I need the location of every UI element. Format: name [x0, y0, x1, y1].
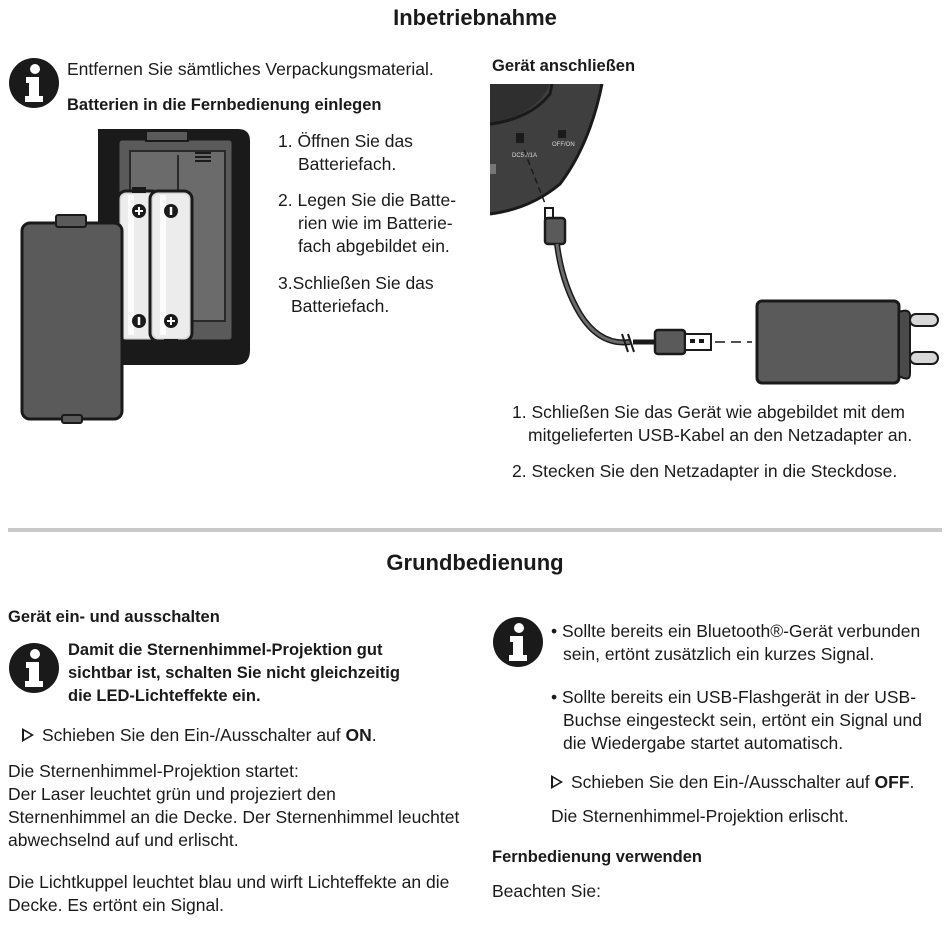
text-line: Buchse eingesteckt sein, ertönt ein Sign… — [563, 710, 922, 730]
connect-heading: Gerät anschließen — [492, 57, 636, 75]
step-number: 2. — [512, 461, 527, 481]
section-title-grundbedienung: Grundbedienung — [386, 550, 564, 575]
step-text: Batteriefach. — [291, 296, 390, 316]
usb-note: • Sollte bereits ein USB-Flashgerät in d… — [551, 687, 922, 753]
step-text: Legen Sie die Batte- — [297, 190, 457, 210]
step-text: Batteriefach. — [298, 154, 397, 174]
info-icon — [9, 643, 59, 693]
step-text: Stecken Sie den Netzadapter in die Steck… — [531, 461, 898, 481]
step-text: fach abgebildet ein. — [298, 236, 450, 256]
step-text: Schließen Sie das — [292, 273, 434, 293]
section-divider — [8, 528, 942, 532]
port-label: DC5V/1A — [512, 153, 537, 159]
step-text: Öffnen Sie das — [297, 131, 413, 151]
step-number: 1. — [512, 402, 527, 422]
step-text: Schließen Sie das Gerät wie abgebildet m… — [531, 402, 906, 422]
warning-note: Damit die Sternenhimmel-Projektion gut s… — [68, 639, 400, 708]
text-line: die Wiedergabe startet automatisch. — [563, 733, 844, 753]
action-arrow-icon — [22, 728, 34, 742]
remote-heading: Fernbedienung verwenden — [492, 848, 702, 866]
text-line: sein, ertönt zusätzlich ein kurzes Signa… — [563, 644, 875, 664]
battery-step-1: 1. Öffnen Sie das Batteriefach. — [278, 130, 458, 176]
text-line: Die Lichtkuppel leuchtet blau und wirft … — [8, 872, 450, 892]
info-text-packaging: Entfernen Sie sämtliches Verpackungsmate… — [67, 59, 434, 79]
warning-line: sichtbar ist, schalten Sie nicht gleichz… — [68, 664, 400, 682]
slide-off-instruction: Schieben Sie den Ein-/Ausschalter auf OF… — [551, 771, 914, 794]
onoff-heading: Gerät ein- und ausschalten — [8, 608, 220, 626]
text-line: Der Laser leuchtet grün und projeziert d… — [8, 784, 336, 804]
projection-off-text: Die Sternenhimmel-Projektion erlischt. — [551, 806, 849, 826]
step-number: 3. — [278, 273, 293, 293]
step-number: 2. — [278, 190, 293, 210]
bluetooth-note: • Sollte bereits ein Bluetooth®-Gerät ve… — [551, 621, 921, 664]
instruction-text: Schieben Sie den Ein-/Ausschalter auf — [42, 725, 346, 745]
warning-line: Damit die Sternenhimmel-Projektion gut — [68, 641, 383, 659]
slide-on-instruction: Schieben Sie den Ein-/Ausschalter auf ON… — [22, 724, 377, 747]
text-line: Sollte bereits ein USB-Flashgerät in der… — [562, 687, 917, 707]
text-line: Sternenhimmel an die Decke. Der Sternenh… — [8, 807, 460, 827]
text-line: Sollte bereits ein Bluetooth®-Gerät verb… — [562, 621, 921, 641]
device-connection-illustration: DC5V/1A OFF/ON — [490, 84, 939, 385]
step-number: 1. — [278, 131, 293, 151]
step-text: rien wie im Batterie- — [298, 213, 453, 233]
connect-step-2: 2. Stecken Sie den Netzadapter in die St… — [512, 460, 942, 483]
dome-text: Die Lichtkuppel leuchtet blau und wirft … — [8, 871, 449, 917]
battery-step-2: 2. Legen Sie die Batte- rien wie im Batt… — [278, 189, 468, 258]
instruction-text: Schieben Sie den Ein-/Ausschalter auf — [571, 772, 875, 792]
battery-compartment-illustration — [20, 129, 250, 424]
switch-value-off: OFF — [874, 772, 910, 792]
action-arrow-icon — [551, 775, 563, 789]
warning-line: die LED-Lichteffekte ein. — [68, 687, 261, 705]
text-line: Decke. Es ertönt ein Signal. — [8, 895, 224, 915]
info-icon — [9, 58, 59, 108]
info-icon — [493, 617, 543, 667]
step-text: mitgelieferten USB-Kabel an den Netzadap… — [528, 425, 913, 445]
remote-note: Beachten Sie: — [492, 881, 601, 901]
batteries-heading: Batterien in die Fernbedienung einlegen — [67, 96, 382, 114]
punctuation: . — [909, 772, 915, 792]
projection-start-text: Die Sternenhimmel-Projektion startet: De… — [8, 760, 459, 852]
battery-step-3: 3.Schließen Sie das Batteriefach. — [278, 272, 458, 318]
switch-label: OFF/ON — [552, 142, 575, 148]
section-title-inbetriebnahme: Inbetriebnahme — [393, 5, 557, 30]
text-line: abwechselnd auf und erlischt. — [8, 830, 239, 850]
switch-value-on: ON — [345, 725, 372, 745]
punctuation: . — [371, 725, 377, 745]
text-line: Die Sternenhimmel-Projektion startet: — [8, 761, 299, 781]
connect-step-1: 1. Schließen Sie das Gerät wie abgebilde… — [512, 401, 942, 447]
